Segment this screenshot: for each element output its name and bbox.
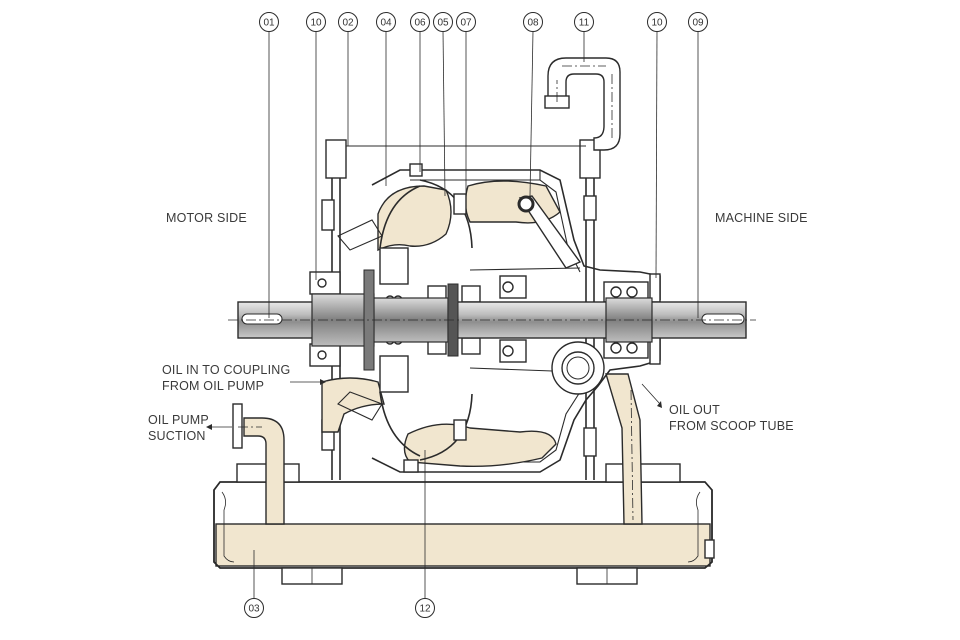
svg-text:05: 05 xyxy=(437,18,449,29)
scoop-return-pipe xyxy=(544,57,621,151)
oil-in-label-line1: OIL IN TO COUPLING xyxy=(162,363,290,377)
oil-pump-label-line2: SUCTION xyxy=(148,429,206,443)
svg-text:01: 01 xyxy=(263,18,275,29)
callout-12: 12 xyxy=(415,598,435,618)
callout-03: 03 xyxy=(244,598,264,618)
callout-05: 05 xyxy=(433,12,453,32)
oil-in-label-line2: FROM OIL PUMP xyxy=(162,379,264,393)
callout-04: 04 xyxy=(376,12,396,32)
callout-08: 08 xyxy=(523,12,543,32)
svg-text:04: 04 xyxy=(380,18,392,29)
scoop-housing xyxy=(551,341,605,395)
shaft xyxy=(228,269,756,371)
key-left xyxy=(241,313,283,325)
svg-text:12: 12 xyxy=(419,604,431,615)
callout-06: 06 xyxy=(410,12,430,32)
suction-pipe xyxy=(232,403,285,525)
machine-side-label: MACHINE SIDE xyxy=(715,211,808,225)
svg-text:10: 10 xyxy=(310,18,322,29)
oil-level xyxy=(215,523,711,567)
callout-10-left: 10 xyxy=(306,12,326,32)
callout-10-right: 10 xyxy=(647,12,667,32)
scoop-tube xyxy=(517,195,582,269)
impeller-runner xyxy=(337,163,473,473)
svg-text:03: 03 xyxy=(248,604,260,615)
key-right xyxy=(701,313,745,325)
oil-out-label-line2: FROM SCOOP TUBE xyxy=(669,419,794,433)
svg-text:11: 11 xyxy=(579,18,590,29)
svg-text:10: 10 xyxy=(651,18,663,29)
svg-text:02: 02 xyxy=(342,18,354,29)
oil-out-pipe xyxy=(605,373,643,525)
callout-09: 09 xyxy=(688,12,708,32)
svg-text:07: 07 xyxy=(460,18,472,29)
oil-pump-label-line1: OIL PUMP xyxy=(148,413,209,427)
svg-text:08: 08 xyxy=(527,18,539,29)
svg-text:09: 09 xyxy=(692,18,704,29)
svg-text:06: 06 xyxy=(414,18,426,29)
motor-side-label: MOTOR SIDE xyxy=(166,211,247,225)
oil-out-label-line1: OIL OUT xyxy=(669,403,720,417)
coupling-oil xyxy=(321,180,561,468)
callout-01: 01 xyxy=(259,12,279,32)
oil-tank xyxy=(213,463,715,585)
bearings xyxy=(309,271,661,367)
callout-02: 02 xyxy=(338,12,358,32)
callout-07: 07 xyxy=(456,12,476,32)
leader-lines xyxy=(206,30,699,598)
callout-11: 11 xyxy=(574,12,594,32)
